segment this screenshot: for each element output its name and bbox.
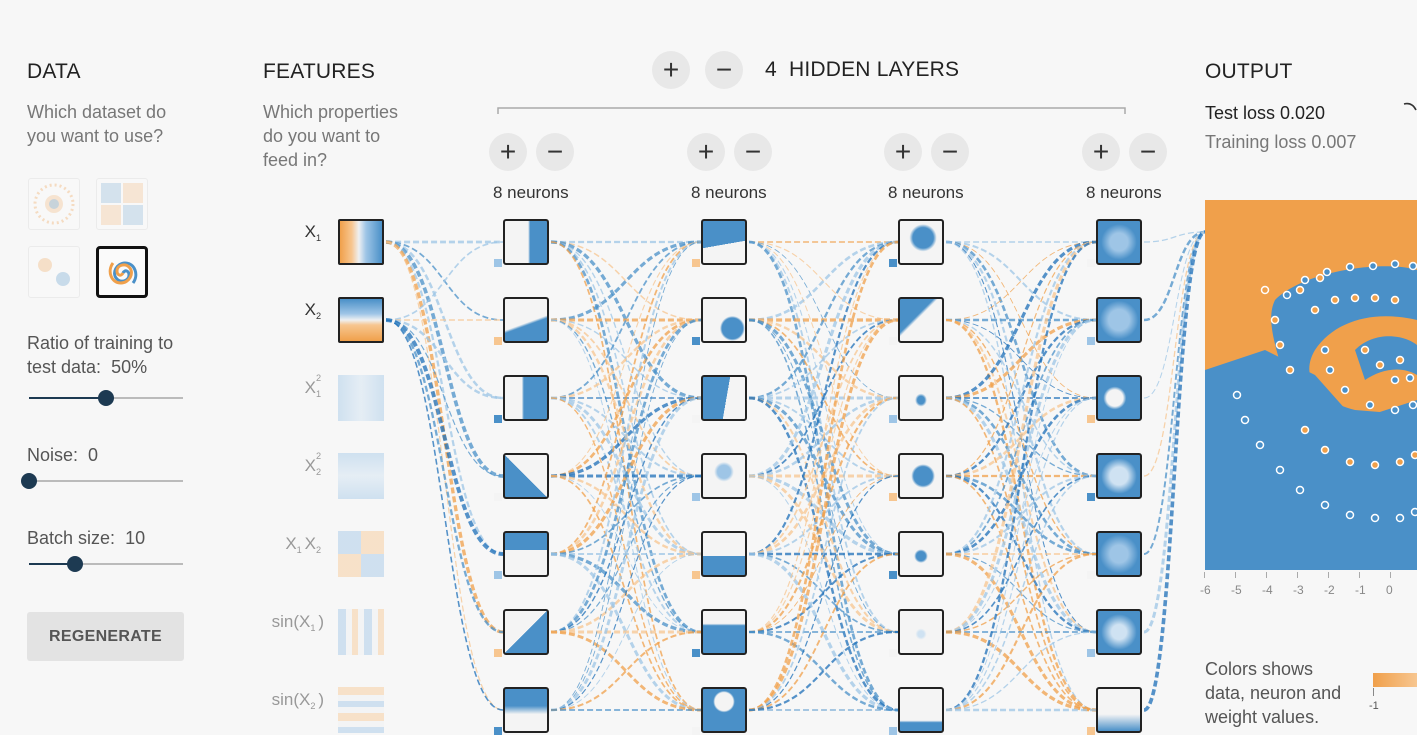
neuron-bias-indicator (692, 571, 700, 579)
axis-tick-mark (1359, 572, 1360, 578)
neuron[interactable] (503, 375, 549, 421)
axis-tick-mark (1235, 572, 1236, 578)
axis-tick-label: -5 (1231, 583, 1242, 597)
neuron-bias-indicator (494, 493, 502, 501)
connection-link[interactable] (1144, 232, 1205, 398)
neuron[interactable] (1096, 219, 1142, 265)
axis-tick-label: -3 (1293, 583, 1304, 597)
axis-tick-mark (1266, 572, 1267, 578)
neuron-bias-indicator (692, 415, 700, 423)
neuron-bias-indicator (1087, 727, 1095, 735)
legend-tick-mark (1373, 688, 1374, 696)
neuron[interactable] (898, 453, 944, 499)
neuron-bias-indicator (1087, 337, 1095, 345)
neuron-bias-indicator (1087, 493, 1095, 501)
neuron[interactable] (1096, 375, 1142, 421)
neuron[interactable] (503, 297, 549, 343)
legend-tick-label: -1 (1369, 700, 1379, 712)
connection-link[interactable] (386, 320, 503, 632)
axis-tick-label: -6 (1200, 583, 1211, 597)
refresh-icon[interactable] (1400, 100, 1417, 118)
connection-link[interactable] (1144, 232, 1205, 476)
legend-colorbar (1373, 673, 1417, 687)
axis-tick-mark (1328, 572, 1329, 578)
neuron-bias-indicator (889, 727, 897, 735)
connection-link[interactable] (551, 320, 701, 710)
legend-text: Colors shows data, neuron and weight val… (1205, 657, 1341, 729)
neuron-bias-indicator (494, 415, 502, 423)
neuron-bias-indicator (1087, 415, 1095, 423)
axis-tick-label: -1 (1355, 583, 1366, 597)
neuron[interactable] (1096, 297, 1142, 343)
connection-link[interactable] (386, 320, 503, 710)
neuron-bias-indicator (889, 493, 897, 501)
neuron[interactable] (701, 687, 747, 733)
neuron[interactable] (503, 609, 549, 655)
neuron[interactable] (898, 375, 944, 421)
test-loss: Test loss 0.020 (1205, 103, 1325, 124)
neuron[interactable] (503, 219, 549, 265)
legend-line3: weight values. (1205, 705, 1341, 729)
neuron[interactable] (701, 531, 747, 577)
connection-link[interactable] (946, 242, 1096, 632)
neuron[interactable] (898, 609, 944, 655)
neuron[interactable] (503, 687, 549, 733)
neuron-bias-indicator (692, 727, 700, 735)
connection-link[interactable] (551, 476, 701, 710)
neuron[interactable] (898, 297, 944, 343)
neuron[interactable] (503, 531, 549, 577)
neuron-bias-indicator (494, 337, 502, 345)
neuron-bias-indicator (1087, 259, 1095, 267)
neuron-bias-indicator (1087, 571, 1095, 579)
axis-tick-mark (1390, 572, 1391, 578)
training-loss: Training loss 0.007 (1205, 132, 1356, 153)
connection-link[interactable] (1144, 232, 1205, 710)
connection-link[interactable] (749, 320, 898, 710)
neuron-bias-indicator (889, 571, 897, 579)
neuron-bias-indicator (889, 415, 897, 423)
neuron-bias-indicator (889, 649, 897, 657)
neuron-bias-indicator (692, 259, 700, 267)
neuron[interactable] (701, 375, 747, 421)
axis-tick-mark (1297, 572, 1298, 578)
neuron[interactable] (503, 453, 549, 499)
neuron-bias-indicator (494, 649, 502, 657)
neuron[interactable] (898, 219, 944, 265)
neuron[interactable] (1096, 687, 1142, 733)
connection-link[interactable] (749, 242, 898, 632)
output-heatmap (1205, 200, 1417, 570)
neuron-bias-indicator (889, 259, 897, 267)
connection-link[interactable] (386, 320, 503, 554)
connection-link[interactable] (551, 242, 701, 632)
axis-tick-label: 0 (1386, 583, 1393, 597)
neuron[interactable] (701, 297, 747, 343)
connection-link[interactable] (946, 320, 1096, 710)
output-title: OUTPUT (1205, 60, 1293, 84)
connection-link[interactable] (386, 320, 503, 476)
neuron[interactable] (1096, 453, 1142, 499)
neuron-bias-indicator (1087, 649, 1095, 657)
axis-tick-mark (1204, 572, 1205, 578)
neuron[interactable] (898, 687, 944, 733)
neuron-bias-indicator (692, 649, 700, 657)
neuron-bias-indicator (494, 571, 502, 579)
legend-line1: Colors shows (1205, 657, 1341, 681)
legend-line2: data, neuron and (1205, 681, 1341, 705)
neuron-bias-indicator (494, 727, 502, 735)
neuron-bias-indicator (494, 259, 502, 267)
neuron[interactable] (701, 453, 747, 499)
neuron[interactable] (701, 609, 747, 655)
connection-link[interactable] (946, 242, 1096, 476)
neuron[interactable] (1096, 531, 1142, 577)
neuron[interactable] (1096, 609, 1142, 655)
neuron-bias-indicator (692, 337, 700, 345)
axis-tick-label: -4 (1262, 583, 1273, 597)
neuron[interactable] (898, 531, 944, 577)
connection-link[interactable] (946, 476, 1096, 710)
connection-link[interactable] (1144, 232, 1205, 632)
axis-tick-label: -2 (1324, 583, 1335, 597)
neuron-bias-indicator (692, 493, 700, 501)
neuron[interactable] (701, 219, 747, 265)
neuron-bias-indicator (889, 337, 897, 345)
